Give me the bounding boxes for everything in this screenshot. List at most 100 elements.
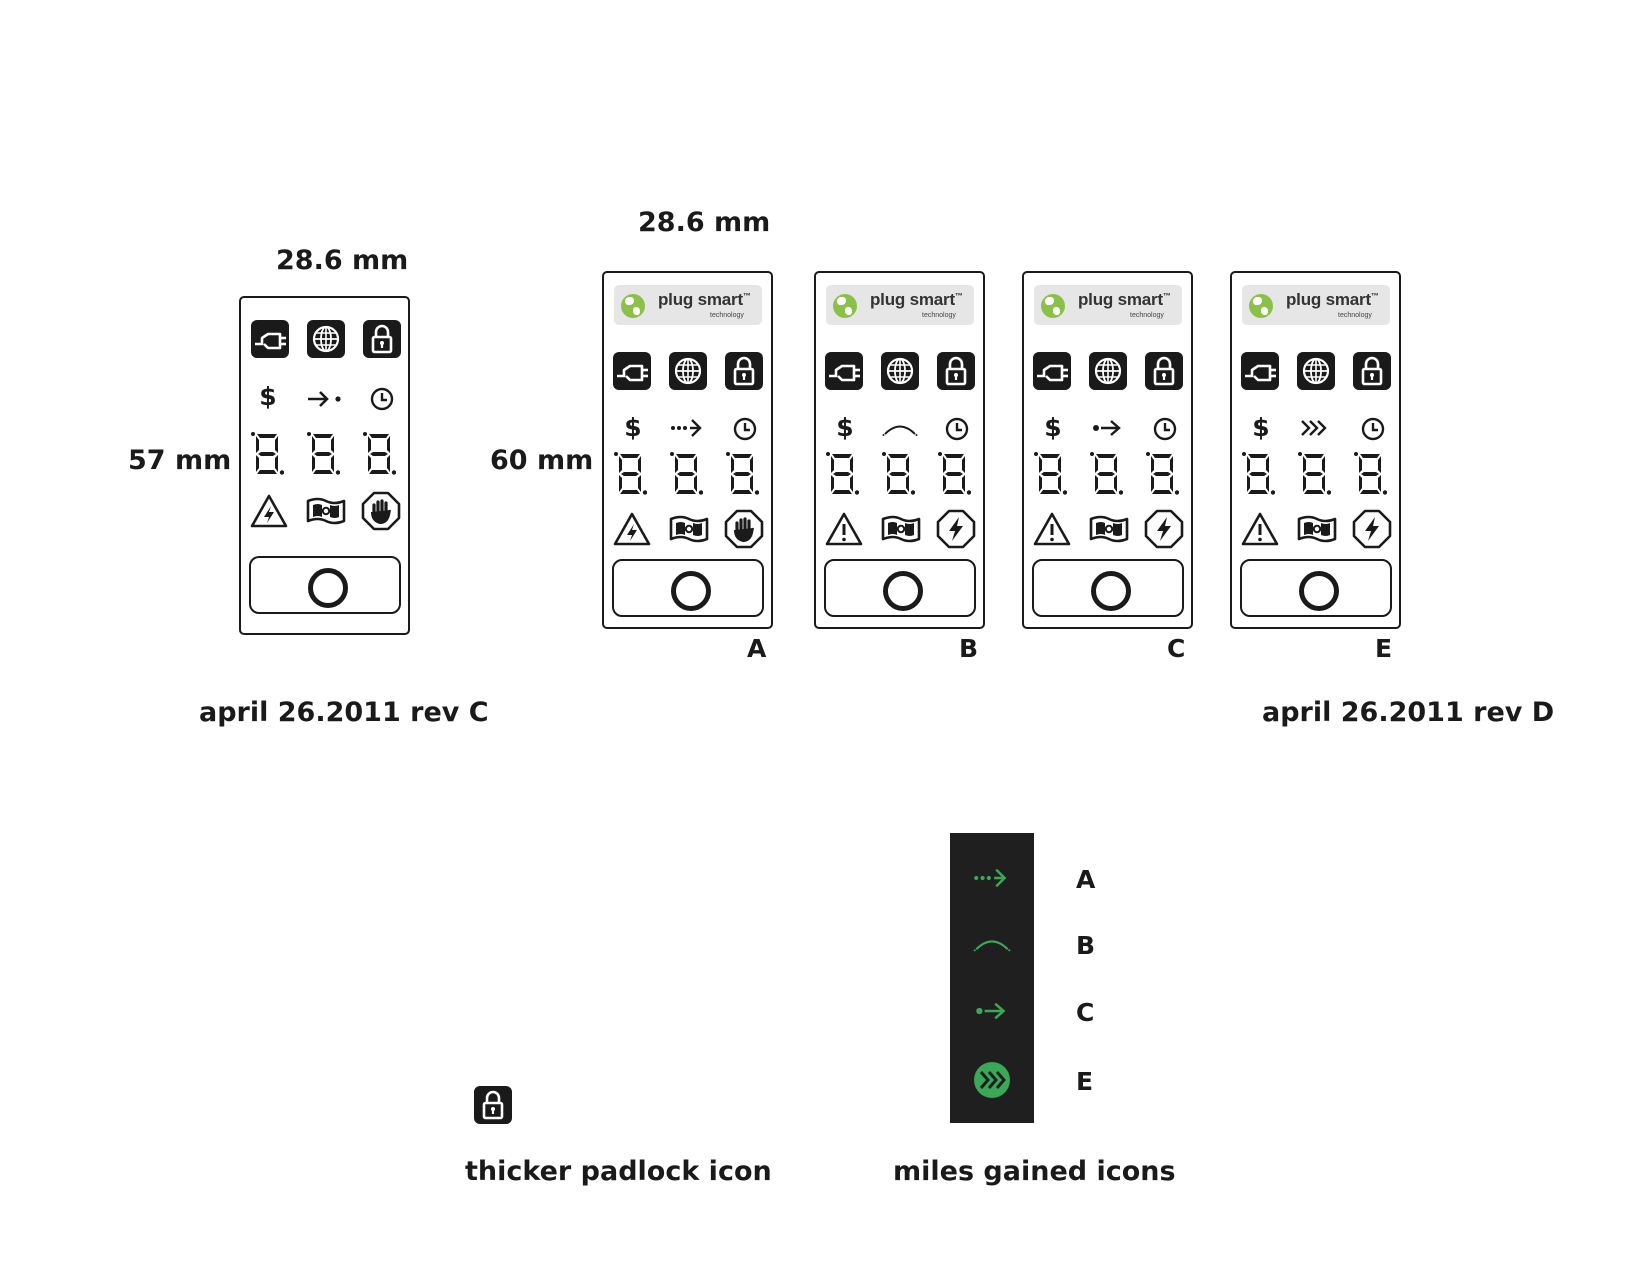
trademark-mark: ™ [954, 291, 963, 301]
legend-dot-arrow-icon [971, 995, 1013, 1027]
arrow-dot-icon [305, 384, 345, 414]
clock-icon [730, 414, 760, 444]
padlock-icon [1144, 348, 1184, 394]
legend-letter-a: A [1076, 865, 1096, 894]
money-icon [1295, 511, 1339, 547]
padlock-icon [936, 348, 976, 394]
trademark-mark: ™ [1370, 291, 1379, 301]
digit-3 [937, 448, 971, 498]
dot-arrow-icon [1088, 413, 1128, 443]
padlock-icon [362, 316, 402, 362]
trademark-mark: ™ [1162, 291, 1171, 301]
seven-segment-display [250, 429, 396, 477]
digit-1 [825, 448, 859, 498]
legend-letter-e: E [1076, 1067, 1094, 1096]
device-panel-variant-b: plug smart™ technology $ [814, 271, 985, 629]
stop-hand-icon [361, 491, 401, 531]
legend-dotted-arrow-icon [971, 862, 1013, 894]
device-panel-variant-e: plug smart™ technology $ [1230, 271, 1401, 629]
width-label-left: 28.6 mm [276, 245, 409, 276]
seven-segment-display [613, 448, 759, 498]
round-button[interactable] [249, 556, 401, 614]
revision-label-left: april 26.2011 rev C [199, 697, 489, 728]
clock-icon [1150, 414, 1180, 444]
width-label-right: 28.6 mm [638, 207, 771, 238]
plug-icon [824, 348, 864, 394]
miles-gained-strip [950, 833, 1034, 1123]
device-panel-rev-c: $ [239, 296, 410, 635]
brand-text: plug smart [1078, 290, 1163, 309]
lightning-octagon-icon [1144, 509, 1184, 549]
digit-3 [362, 429, 396, 477]
plug-icon [1240, 348, 1280, 394]
clock-icon [1358, 414, 1388, 444]
legend-arc-icon [971, 927, 1013, 959]
round-button[interactable] [1240, 559, 1392, 617]
round-button[interactable] [1032, 559, 1184, 617]
brand-text: plug smart [870, 290, 955, 309]
legend-letter-c: C [1076, 998, 1095, 1027]
dollar-sign: $ [259, 382, 277, 411]
button-ring-icon [307, 567, 348, 608]
stop-hand-icon [724, 509, 764, 549]
warning-bolt-icon [612, 511, 652, 547]
digit-2 [881, 448, 915, 498]
plug-smart-logo: plug smart™ technology [1242, 285, 1390, 325]
round-button[interactable] [824, 559, 976, 617]
dollar-sign: $ [1252, 413, 1270, 442]
money-icon [879, 511, 923, 547]
digit-1 [613, 448, 647, 498]
dotted-arrow-icon [668, 413, 708, 443]
arc-icon [880, 413, 920, 443]
brand-name: plug smart™ [1078, 290, 1171, 310]
button-ring-icon [670, 570, 711, 611]
digit-2 [1297, 448, 1331, 498]
caption-miles-gained: miles gained icons [893, 1156, 1176, 1187]
digit-1 [1033, 448, 1067, 498]
brand-name: plug smart™ [658, 290, 751, 310]
digit-3 [1353, 448, 1387, 498]
brand-name: plug smart™ [870, 290, 963, 310]
brand-subtitle: technology [922, 312, 956, 319]
earth-globe-icon [1249, 294, 1273, 318]
round-button[interactable] [612, 559, 764, 617]
padlock-icon [1352, 348, 1392, 394]
digit-2 [1089, 448, 1123, 498]
legend-letter-b: B [1076, 931, 1096, 960]
globe-icon [880, 348, 920, 394]
variant-letter-e: E [1375, 634, 1393, 663]
money-icon [304, 493, 348, 529]
globe-icon [306, 316, 346, 362]
button-ring-icon [1298, 570, 1339, 611]
brand-text: plug smart [1286, 290, 1371, 309]
digit-1 [250, 429, 284, 477]
globe-icon [1296, 348, 1336, 394]
height-label-right: 60 mm [490, 445, 594, 476]
dollar-sign: $ [836, 413, 854, 442]
clock-icon [942, 414, 972, 444]
digit-3 [725, 448, 759, 498]
warning-bolt-icon [249, 493, 289, 529]
plug-icon [612, 348, 652, 394]
thicker-padlock-icon [473, 1081, 513, 1129]
earth-globe-icon [621, 294, 645, 318]
variant-letter-c: C [1167, 634, 1186, 663]
revision-label-right: april 26.2011 rev D [1262, 697, 1555, 728]
lightning-octagon-icon [936, 509, 976, 549]
button-ring-icon [1090, 570, 1131, 611]
digit-3 [1145, 448, 1179, 498]
money-icon [1087, 511, 1131, 547]
dollar-sign: $ [1044, 413, 1062, 442]
warning-exclamation-icon [824, 511, 864, 547]
seven-segment-display [825, 448, 971, 498]
brand-subtitle: technology [1338, 312, 1372, 319]
brand-name: plug smart™ [1286, 290, 1379, 310]
globe-icon [668, 348, 708, 394]
clock-icon [367, 384, 397, 414]
money-icon [667, 511, 711, 547]
earth-globe-icon [1041, 294, 1065, 318]
digit-1 [1241, 448, 1275, 498]
